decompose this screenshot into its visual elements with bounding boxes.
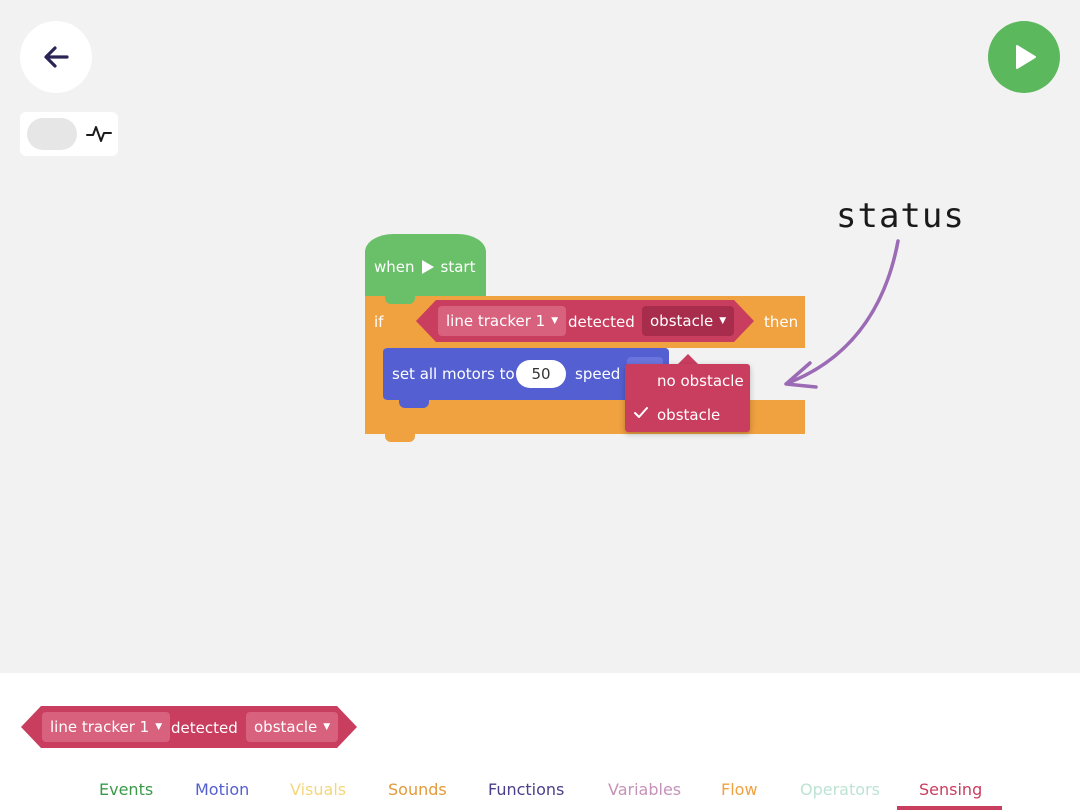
annotation-label: status <box>836 196 965 236</box>
tab-flow[interactable]: Flow <box>721 780 758 799</box>
set-motors-connector <box>399 400 429 408</box>
category-tabs: Events Motion Visuals Sounds Functions V… <box>0 771 1080 811</box>
chevron-down-icon: ▼ <box>323 722 331 732</box>
detected-label: detected <box>568 313 635 331</box>
tab-operators[interactable]: Operators <box>800 780 880 799</box>
if-block-side <box>365 348 385 402</box>
motor-speed-input[interactable]: 50 <box>516 360 566 388</box>
sensor-value: line tracker 1 <box>446 312 546 330</box>
if-block-connector <box>385 434 415 442</box>
palette-state-value: obstacle <box>254 718 318 736</box>
palette-detected-label: detected <box>171 719 238 737</box>
chevron-down-icon: ▼ <box>551 316 559 326</box>
annotation-arrow-icon <box>784 239 900 389</box>
tab-functions[interactable]: Functions <box>488 780 565 799</box>
play-icon <box>1016 45 1036 69</box>
run-button[interactable] <box>988 21 1060 93</box>
set-motors-label: set all motors to <box>392 365 515 383</box>
state-dropdown[interactable]: obstacle ▼ <box>642 306 735 336</box>
palette-sensor-dropdown[interactable]: line tracker 1 ▼ <box>42 712 171 742</box>
back-button[interactable] <box>20 21 92 93</box>
dropdown-option-no-obstacle[interactable]: no obstacle <box>625 364 750 398</box>
tab-events[interactable]: Events <box>99 780 154 799</box>
then-label: then <box>764 313 799 331</box>
chevron-down-icon: ▼ <box>155 722 163 732</box>
code-workspace[interactable]: status when start if then line tracker 1… <box>0 0 1080 673</box>
if-label: if <box>374 313 384 331</box>
hat-block-connector <box>385 296 415 304</box>
pulse-icon <box>86 126 112 142</box>
tab-variables[interactable]: Variables <box>608 780 682 799</box>
dropdown-pointer <box>678 354 698 364</box>
tab-sensing[interactable]: Sensing <box>919 780 983 799</box>
dropdown-option-obstacle[interactable]: obstacle <box>625 398 750 432</box>
checkmark-icon <box>625 407 657 423</box>
palette-state-dropdown[interactable]: obstacle ▼ <box>246 712 339 742</box>
play-flag-icon <box>421 260 434 274</box>
when-start-label: when start <box>374 258 475 276</box>
sensor-dropdown[interactable]: line tracker 1 ▼ <box>438 306 567 336</box>
option-label: obstacle <box>657 406 721 424</box>
active-tab-indicator <box>897 806 1002 810</box>
palette-sensor-value: line tracker 1 <box>50 718 150 736</box>
option-label: no obstacle <box>657 372 744 390</box>
start-text: start <box>440 258 476 276</box>
chevron-down-icon: ▼ <box>719 316 727 326</box>
state-value: obstacle <box>650 312 714 330</box>
debug-toggle[interactable] <box>27 118 77 150</box>
state-dropdown-menu: no obstacle obstacle <box>625 364 750 432</box>
when-text: when <box>374 258 415 276</box>
speed-label: speed <box>575 365 621 383</box>
tab-visuals[interactable]: Visuals <box>290 780 347 799</box>
tab-sounds[interactable]: Sounds <box>388 780 447 799</box>
debug-toggle-panel <box>20 112 118 156</box>
tab-motion[interactable]: Motion <box>195 780 250 799</box>
arrow-left-icon <box>44 46 69 68</box>
